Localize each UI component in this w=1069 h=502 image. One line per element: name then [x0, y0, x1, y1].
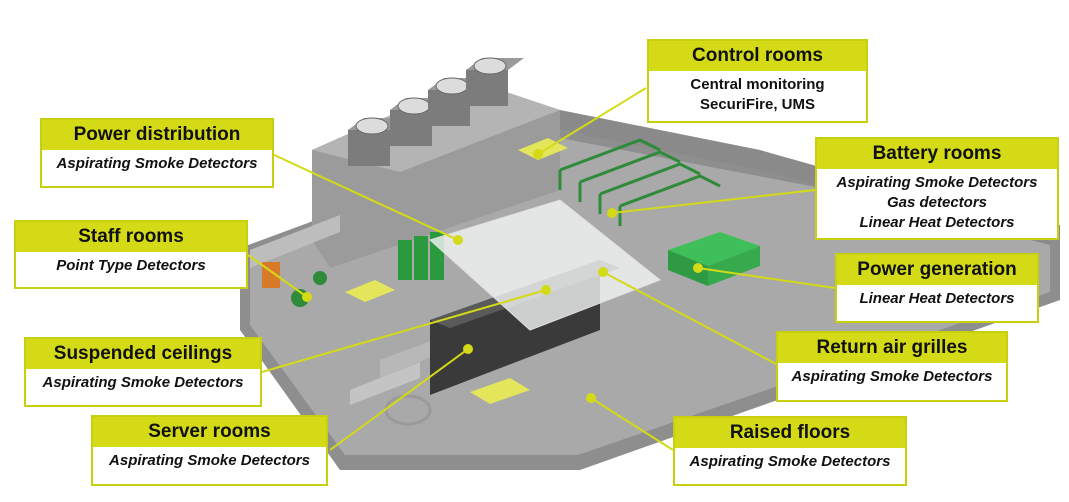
- rooftop-fan: [466, 57, 524, 106]
- target-dot-return-air: [598, 267, 608, 277]
- leader-line-raised: [590, 397, 674, 451]
- callout-line: Aspirating Smoke Detectors: [791, 368, 993, 385]
- callout-line: Central monitoring: [690, 76, 825, 93]
- callout-suspended-ceilings: Suspended ceilings Aspirating Smoke Dete…: [24, 337, 262, 407]
- target-dot-battery: [607, 208, 617, 218]
- target-dot-raised: [586, 393, 596, 403]
- leader-line-return-air: [602, 271, 777, 365]
- callout-power-generation: Power generation Linear Heat Detectors: [835, 253, 1039, 323]
- target-dot-server: [463, 344, 473, 354]
- leader-line-server: [329, 348, 469, 451]
- callout-body: Aspirating Smoke Detectors Gas detectors…: [817, 169, 1057, 238]
- callout-line: Aspirating Smoke Detectors: [42, 374, 244, 391]
- callout-line: Aspirating Smoke Detectors: [836, 174, 1038, 191]
- callout-title: Control rooms: [649, 41, 866, 71]
- callout-line: Aspirating Smoke Detectors: [689, 453, 891, 470]
- callout-title: Suspended ceilings: [26, 339, 260, 369]
- callout-staff-rooms: Staff rooms Point Type Detectors: [14, 220, 248, 289]
- leader-line-staff: [247, 254, 308, 298]
- callout-line: SecuriFire, UMS: [699, 96, 816, 113]
- callout-server-rooms: Server rooms Aspirating Smoke Detectors: [91, 415, 328, 486]
- rooftop-fan: [428, 77, 486, 126]
- target-dot-staff: [302, 292, 312, 302]
- leader-line-power-dist: [271, 153, 459, 241]
- callout-body: Aspirating Smoke Detectors: [675, 448, 905, 477]
- callout-body: Aspirating Smoke Detectors: [778, 363, 1006, 392]
- callout-title: Staff rooms: [16, 222, 246, 252]
- desk-area: [470, 378, 530, 404]
- callout-title: Power distribution: [42, 120, 272, 150]
- callout-title: Server rooms: [93, 417, 326, 447]
- leader-line-control: [537, 87, 647, 155]
- callout-line: Gas detectors: [886, 194, 988, 211]
- partition-wall: [250, 215, 340, 268]
- callout-line: Linear Heat Detectors: [859, 290, 1015, 307]
- generator: [668, 232, 760, 286]
- callout-body: Central monitoring SecuriFire, UMS: [649, 71, 866, 120]
- callout-title: Battery rooms: [817, 139, 1057, 169]
- callout-power-distribution: Power distribution Aspirating Smoke Dete…: [40, 118, 274, 188]
- battery-racks: [558, 138, 721, 226]
- leader-line-battery: [611, 189, 816, 214]
- callout-line: Aspirating Smoke Detectors: [109, 452, 310, 469]
- callout-body: Aspirating Smoke Detectors: [93, 447, 326, 476]
- callout-body: Linear Heat Detectors: [837, 285, 1037, 314]
- callout-body: Aspirating Smoke Detectors: [42, 150, 272, 179]
- callout-line: Aspirating Smoke Detectors: [56, 155, 258, 172]
- callout-title: Return air grilles: [778, 333, 1006, 363]
- callout-line: Point Type Detectors: [56, 257, 206, 274]
- leader-line-power-gen: [697, 267, 836, 289]
- callout-body: Point Type Detectors: [16, 252, 246, 281]
- callout-body: Aspirating Smoke Detectors: [26, 369, 260, 398]
- callout-control-rooms: Control rooms Central monitoring SecuriF…: [647, 39, 868, 123]
- target-dot-ceilings: [541, 285, 551, 295]
- callout-title: Power generation: [837, 255, 1037, 285]
- callout-raised-floors: Raised floors Aspirating Smoke Detectors: [673, 416, 907, 486]
- suspended-ceiling: [429, 199, 661, 331]
- target-dot-power-gen: [693, 263, 703, 273]
- target-dot-control: [533, 149, 543, 159]
- leader-line-ceilings: [261, 289, 547, 373]
- callout-title: Raised floors: [675, 418, 905, 448]
- callout-battery-rooms: Battery rooms Aspirating Smoke Detectors…: [815, 137, 1059, 240]
- callout-line: Linear Heat Detectors: [859, 214, 1015, 231]
- target-dot-power-dist: [453, 235, 463, 245]
- callout-return-air-grilles: Return air grilles Aspirating Smoke Dete…: [776, 331, 1008, 402]
- partition-wall: [350, 362, 420, 405]
